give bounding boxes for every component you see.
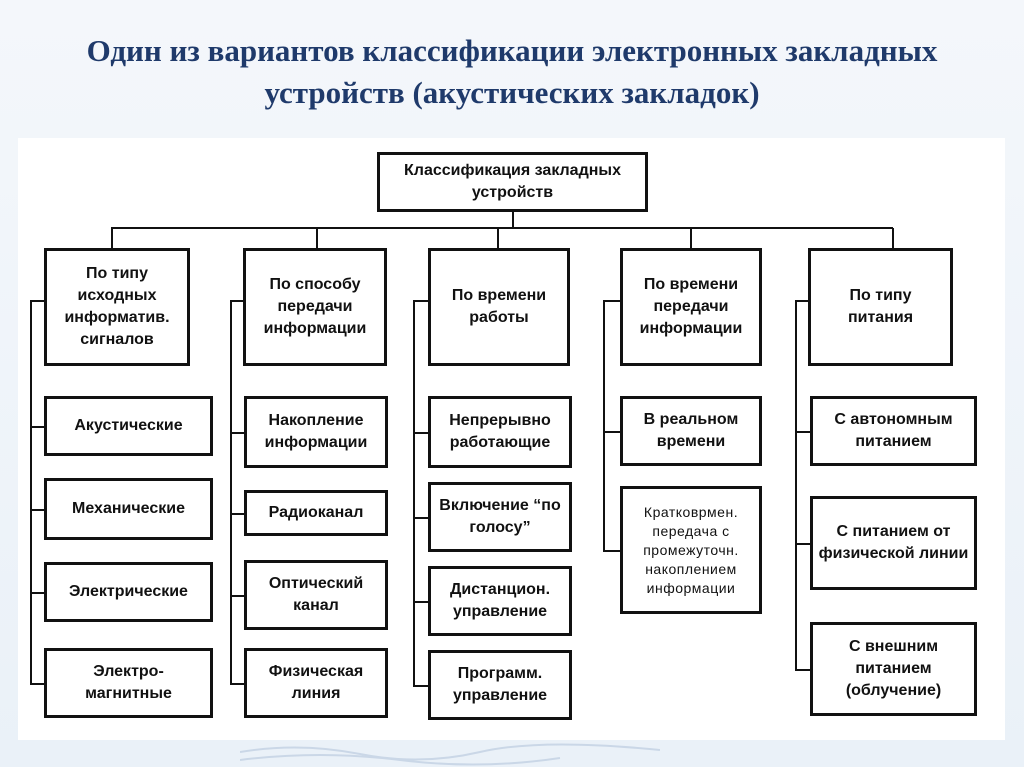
connector-line bbox=[690, 228, 692, 248]
subcategory-node: Непрерывно работающие bbox=[428, 396, 572, 468]
connector-line bbox=[316, 228, 318, 248]
subcategory-node: Накопление информации bbox=[244, 396, 388, 468]
connector-line bbox=[30, 592, 44, 594]
connector-line bbox=[603, 550, 620, 552]
connector-line bbox=[413, 601, 428, 603]
slide-title: Один из вариантов классификации электрон… bbox=[86, 33, 938, 110]
connector-line bbox=[413, 300, 428, 302]
connector-line bbox=[795, 300, 808, 302]
connector-line bbox=[413, 517, 428, 519]
subcategory-node: Дистанцион. управление bbox=[428, 566, 572, 636]
connector-line bbox=[30, 426, 44, 428]
connector-line bbox=[795, 431, 810, 433]
category-node: По времени передачи информации bbox=[620, 248, 762, 366]
subcategory-node: Оптический канал bbox=[244, 560, 388, 630]
subcategory-node: Программ. управление bbox=[428, 650, 572, 720]
subcategory-node: С внешним питанием (облучение) bbox=[810, 622, 977, 716]
connector-line bbox=[603, 300, 620, 302]
subcategory-node: С автономным питанием bbox=[810, 396, 977, 466]
connector-line bbox=[230, 595, 244, 597]
classification-diagram: Классификация закладных устройств По типу… bbox=[18, 138, 1005, 740]
connector-line bbox=[30, 300, 32, 685]
connector-line bbox=[497, 228, 499, 248]
connector-line bbox=[512, 212, 514, 228]
connector-line bbox=[230, 432, 244, 434]
subcategory-node: В реальном времени bbox=[620, 396, 762, 466]
connector-line bbox=[111, 227, 893, 229]
subcategory-node: Физическая линия bbox=[244, 648, 388, 718]
connector-line bbox=[413, 685, 428, 687]
connector-line bbox=[230, 300, 243, 302]
subcategory-node: Механические bbox=[44, 478, 213, 540]
category-node: По времени работы bbox=[428, 248, 570, 366]
subcategory-node: Включение “по голосу” bbox=[428, 482, 572, 552]
connector-line bbox=[30, 683, 44, 685]
connector-line bbox=[30, 300, 44, 302]
category-node: По типу исходных информатив. сигналов bbox=[44, 248, 190, 366]
connector-line bbox=[413, 300, 415, 687]
root-node: Классификация закладных устройств bbox=[377, 152, 648, 212]
connector-line bbox=[30, 509, 44, 511]
connector-line bbox=[795, 543, 810, 545]
subcategory-node: Акустические bbox=[44, 396, 213, 456]
connector-line bbox=[230, 513, 244, 515]
connector-line bbox=[603, 300, 605, 552]
connector-line bbox=[230, 683, 244, 685]
connector-line bbox=[795, 669, 810, 671]
category-node: По способу передачи информации bbox=[243, 248, 387, 366]
connector-line bbox=[230, 300, 232, 685]
subcategory-node: Кратковрмен. передача с промежуточн. нак… bbox=[620, 486, 762, 614]
connector-line bbox=[892, 228, 894, 248]
decorative-ornament bbox=[240, 743, 660, 766]
subcategory-node: Электро-магнитные bbox=[44, 648, 213, 718]
connector-line bbox=[111, 228, 113, 248]
subcategory-node: С питанием от физической линии bbox=[810, 496, 977, 590]
category-node: По типу питания bbox=[808, 248, 953, 366]
subcategory-node: Радиоканал bbox=[244, 490, 388, 536]
connector-line bbox=[795, 300, 797, 671]
connector-line bbox=[603, 431, 620, 433]
subcategory-node: Электрические bbox=[44, 562, 213, 622]
connector-line bbox=[413, 432, 428, 434]
